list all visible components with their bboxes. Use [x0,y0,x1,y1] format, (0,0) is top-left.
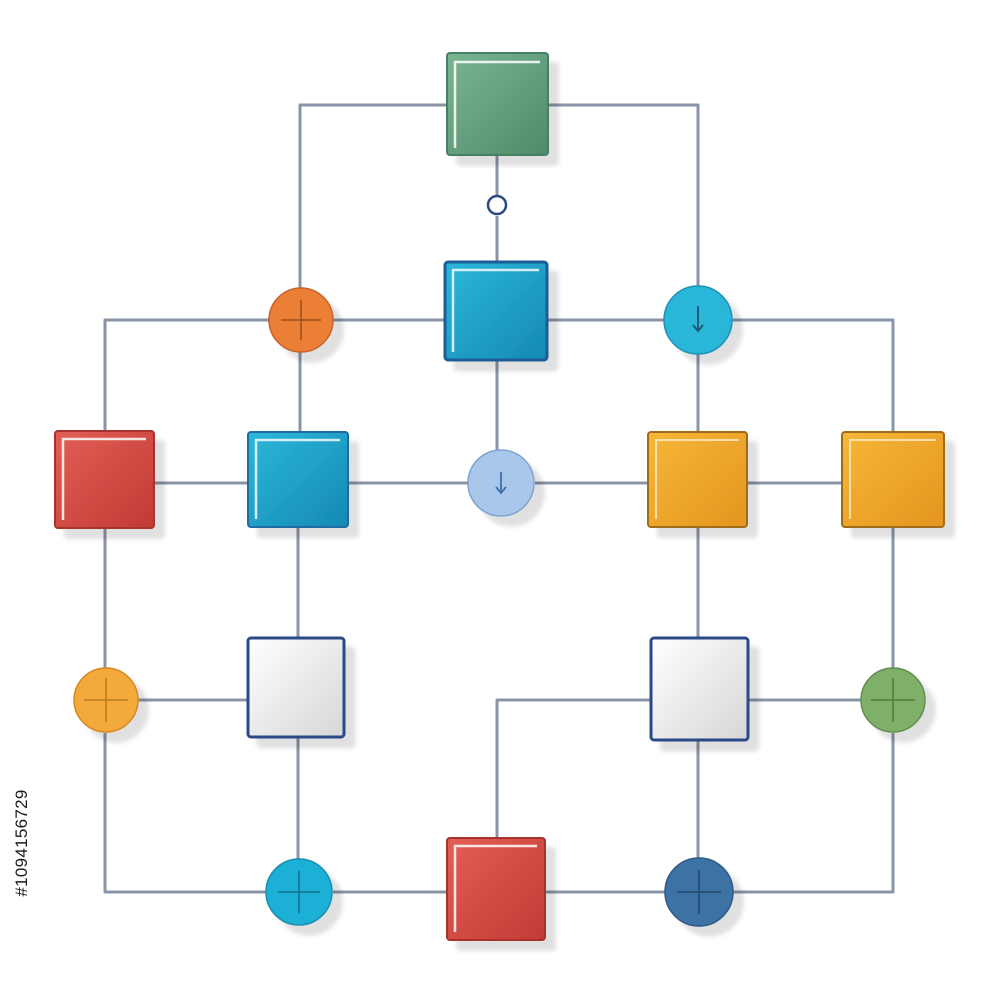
box-top-green [446,52,549,156]
connector-line [548,103,700,290]
node-blue-plus [664,857,734,927]
plus-icon [278,871,320,913]
connector-line [495,698,651,838]
box-left-gray [246,636,346,739]
boxes [54,52,945,941]
side-id-text: #1094156729 [4,755,40,930]
connector-line [733,733,895,894]
connector-line [298,103,447,290]
down-arrow-icon [692,306,704,333]
node-yellow-plus [73,667,139,733]
plus-icon [677,870,721,914]
ring-icon [486,194,508,216]
node-cyan-plus [265,858,333,926]
plus-icon [281,300,321,340]
connector-line [103,318,270,430]
box-bottom-red [446,837,546,941]
box-right-amber-1 [647,431,748,528]
connector-lines [103,103,895,894]
box-right-gray [649,636,750,742]
connector-line [103,733,266,894]
node-center-down [467,449,535,517]
box-left-red [54,430,155,529]
node-orange-plus [268,287,334,353]
box-center-teal [443,260,549,362]
side-id-label: #1094156729 [12,788,31,897]
box-left-teal [247,431,349,528]
box-right-amber-2 [841,431,945,528]
node-cyan-down [663,285,733,355]
plus-icon [84,678,128,722]
connector-line [732,318,895,432]
plus-icon [871,678,915,722]
down-arrow-icon [495,472,507,495]
node-green-plus [860,667,926,733]
nodes [73,285,926,927]
